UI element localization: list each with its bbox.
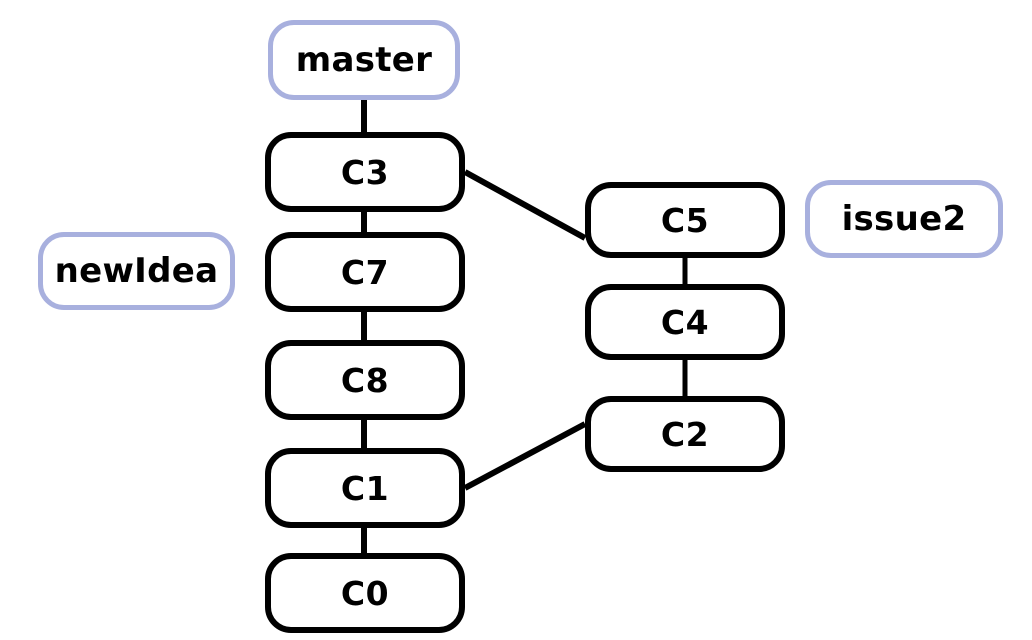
commit-node-c7[interactable]: C7 (265, 232, 465, 312)
branch-label-issue2[interactable]: issue2 (805, 180, 1003, 258)
branch-name-issue2: issue2 (841, 199, 967, 239)
edge-c1-c2 (463, 421, 587, 491)
commit-label-c1: C1 (340, 468, 390, 508)
commit-node-c4[interactable]: C4 (585, 284, 785, 360)
commit-node-c5[interactable]: C5 (585, 182, 785, 258)
commit-label-c0: C0 (340, 573, 390, 613)
branch-label-newidea[interactable]: newIdea (38, 232, 235, 310)
commit-label-c8: C8 (340, 360, 390, 400)
commit-node-c1[interactable]: C1 (265, 448, 465, 528)
commit-label-c2: C2 (660, 414, 710, 454)
branch-name-newidea: newIdea (54, 251, 219, 291)
commit-node-c8[interactable]: C8 (265, 340, 465, 420)
commit-node-c2[interactable]: C2 (585, 396, 785, 472)
commit-label-c5: C5 (660, 200, 710, 240)
commit-node-c0[interactable]: C0 (265, 553, 465, 633)
commit-label-c7: C7 (340, 252, 390, 292)
branch-label-master[interactable]: master (268, 20, 460, 100)
commit-node-c3[interactable]: C3 (265, 132, 465, 212)
edge-c3-c5 (463, 169, 587, 241)
commit-label-c4: C4 (660, 302, 710, 342)
commit-label-c3: C3 (340, 152, 390, 192)
branch-name-master: master (295, 40, 433, 80)
